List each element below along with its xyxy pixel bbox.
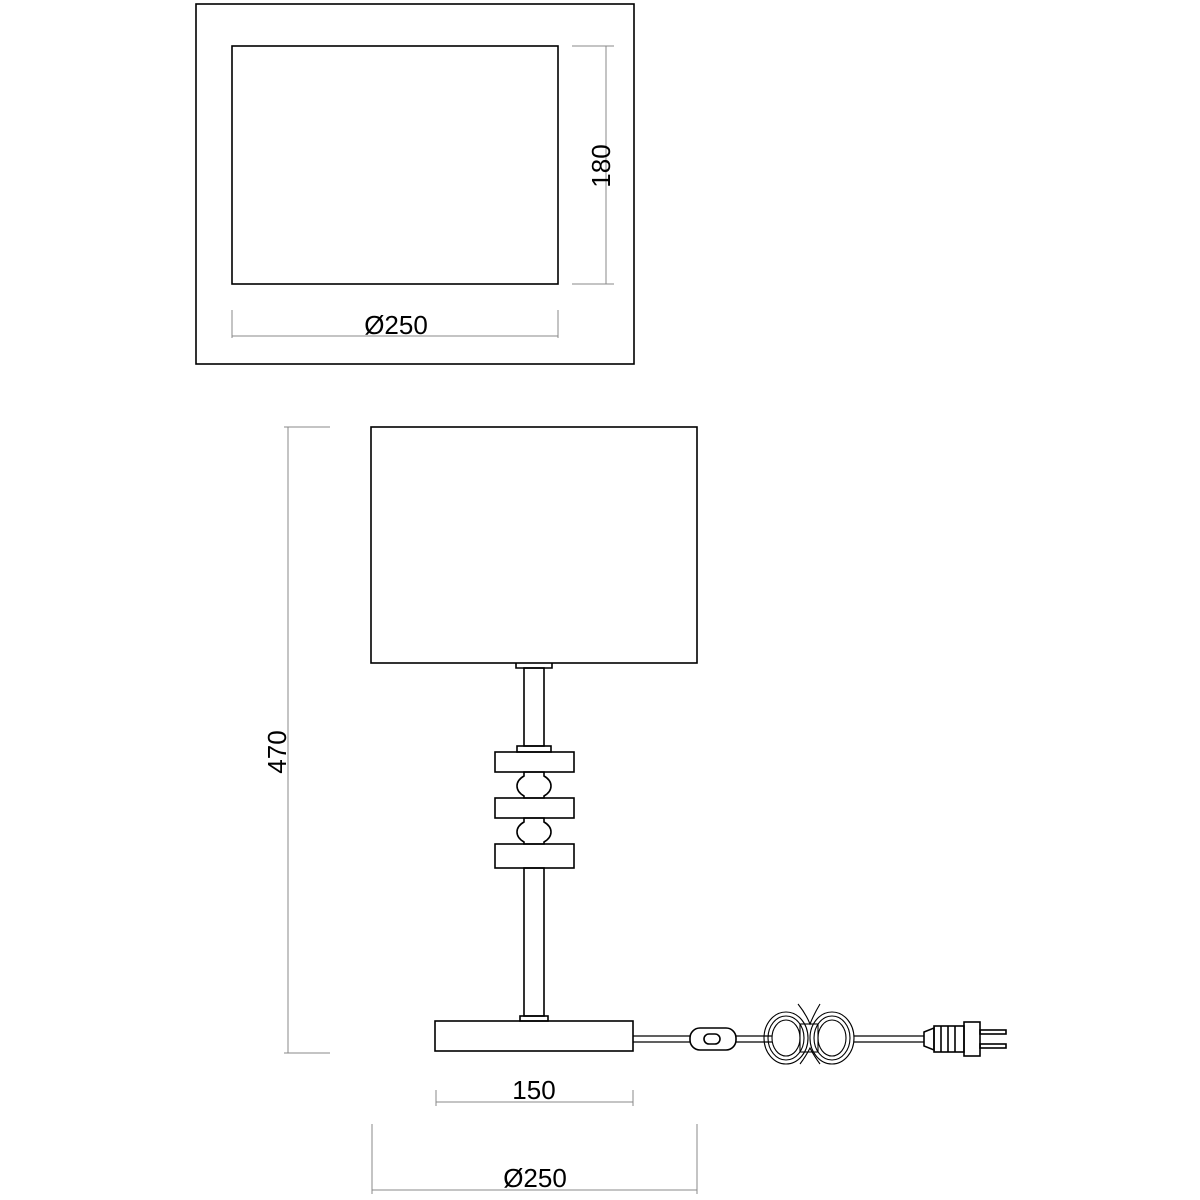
upper-stem bbox=[523, 667, 545, 747]
total-height-label: 470 bbox=[262, 730, 292, 773]
power-cord-end bbox=[854, 1035, 924, 1043]
stem-collar bbox=[516, 745, 552, 753]
shade-diameter-dimension-top bbox=[231, 310, 559, 338]
shade-diameter-label-top: Ø250 bbox=[364, 310, 428, 340]
stem-disc-1 bbox=[494, 751, 575, 773]
stem-spindle-1 bbox=[516, 771, 552, 799]
shade-diameter-label-bottom: Ø250 bbox=[503, 1163, 567, 1193]
power-plug-icon bbox=[923, 1021, 1007, 1057]
total-height-dimension bbox=[284, 426, 330, 1054]
coiled-cord-icon bbox=[763, 1003, 855, 1065]
stem-disc-3 bbox=[494, 843, 575, 869]
shade-detail-view: 180 Ø250 bbox=[195, 3, 635, 365]
shade-height-label: 180 bbox=[586, 144, 616, 187]
shade-height-dimension bbox=[572, 45, 614, 285]
cord-switch bbox=[689, 1027, 737, 1051]
lamp-front-view bbox=[370, 426, 1007, 1065]
detail-frame bbox=[195, 3, 635, 365]
power-cord-mid bbox=[736, 1035, 772, 1043]
lamp-shade bbox=[370, 426, 698, 664]
shade-outline-detail bbox=[231, 45, 559, 285]
base-width-dimension bbox=[435, 1090, 634, 1106]
base-width-label: 150 bbox=[512, 1075, 555, 1105]
shade-diameter-dimension-bottom bbox=[371, 1124, 698, 1194]
power-cord bbox=[633, 1035, 690, 1043]
cord-switch-button-icon bbox=[703, 1033, 721, 1045]
lamp-base bbox=[434, 1020, 634, 1052]
stem-disc-2 bbox=[494, 797, 575, 819]
lower-stem bbox=[523, 867, 545, 1017]
stem-spindle-2 bbox=[516, 817, 552, 845]
